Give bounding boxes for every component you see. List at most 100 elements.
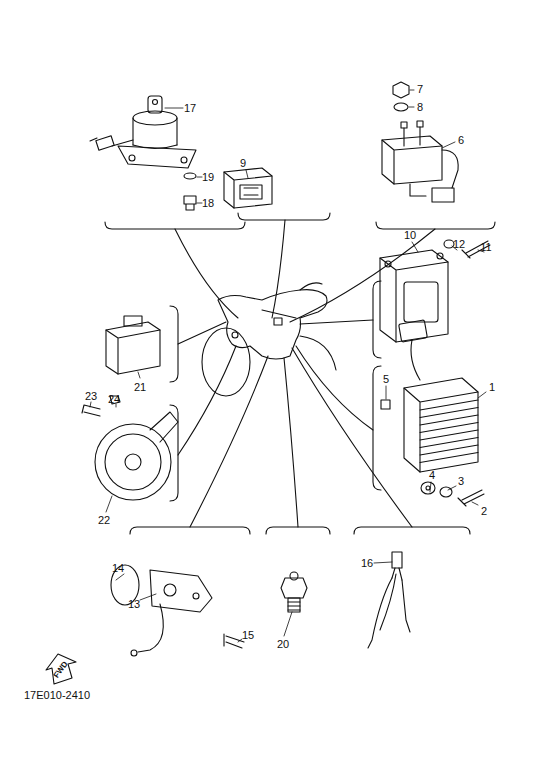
callout-number: 18 [201, 197, 215, 210]
relay [224, 168, 272, 208]
callout-number: 16 [360, 557, 374, 570]
leader-line [90, 402, 91, 407]
leader-line [197, 177, 202, 178]
drawing-code: 17E010-2410 [23, 689, 91, 702]
control-unit [385, 261, 391, 267]
main-switch [133, 111, 177, 125]
horn [82, 405, 100, 416]
control-unit [437, 253, 443, 259]
leader-line [374, 562, 392, 563]
forward-arrow [46, 654, 76, 684]
cover-assembly [111, 565, 244, 656]
relay [240, 185, 262, 199]
main-switch [184, 196, 196, 210]
callout-number: 21 [133, 381, 147, 394]
vehicle-outline [202, 328, 250, 396]
rectifier-regulator [399, 320, 428, 342]
rectifier-regulator [421, 482, 435, 494]
callout-number: 3 [457, 475, 465, 488]
forward-arrow [46, 654, 76, 684]
callout-number: 5 [382, 373, 390, 386]
leader-line [246, 170, 248, 178]
callout-number: 11 [479, 241, 492, 254]
location-line [178, 322, 226, 344]
horn [105, 434, 161, 490]
callout-number: 19 [201, 171, 215, 184]
relay [244, 188, 258, 195]
leader-line [90, 90, 486, 642]
starter-relay [382, 136, 442, 184]
rectifier-regulator [420, 400, 478, 463]
leader-line [386, 386, 387, 399]
thermo-unit [392, 552, 402, 568]
callout-number: 7 [416, 83, 424, 96]
callout-number: 4 [428, 469, 436, 482]
control-unit [404, 282, 438, 322]
callout-number: 14 [111, 562, 125, 575]
cover-assembly [138, 604, 163, 652]
cover-assembly [224, 634, 244, 648]
location-line [175, 220, 435, 527]
callout-number: 1 [488, 381, 496, 394]
leader-line [448, 486, 456, 490]
starter-relay [404, 127, 420, 146]
cover-assembly [164, 584, 176, 596]
starter-relay [442, 150, 458, 188]
main-switch [112, 140, 133, 146]
direction-mark: FWD [51, 659, 71, 681]
vehicle-outline [300, 336, 336, 370]
leader-line [472, 502, 478, 505]
rectifier-regulator [420, 453, 478, 463]
starter-relay [393, 82, 409, 98]
location-line [175, 229, 238, 318]
callout-number: 6 [457, 134, 465, 147]
horn [95, 424, 171, 500]
thermo-unit [368, 552, 410, 648]
leader-line [238, 639, 242, 642]
starter-relay [401, 122, 407, 128]
starter-relay [410, 184, 426, 196]
flasher-relay [106, 322, 160, 374]
callout-number: 9 [239, 157, 247, 170]
group-bracket [376, 222, 495, 229]
main-switch [181, 157, 187, 163]
rectifier-regulator [404, 378, 478, 472]
flasher-relay [124, 316, 142, 326]
neutral-switch [281, 572, 307, 612]
main-switch [184, 173, 196, 179]
vehicle-outline [274, 318, 282, 325]
leader-line [140, 594, 156, 600]
starter-relay [382, 140, 442, 184]
starter-relay [394, 103, 408, 111]
flasher-relay [106, 316, 160, 374]
group-bracket [238, 213, 330, 220]
rectifier-regulator [426, 486, 430, 490]
starter-relay [417, 121, 423, 127]
group-bracket [354, 527, 470, 534]
neutral-switch [288, 598, 300, 612]
callout-number: 22 [97, 514, 111, 527]
leader-line [412, 242, 418, 252]
group-bracket [130, 527, 250, 534]
rectifier-regulator [404, 388, 478, 472]
control-unit [380, 240, 490, 342]
control-unit [380, 258, 448, 342]
starter-relay [382, 82, 458, 202]
leader-line [442, 142, 455, 148]
thermo-unit [392, 568, 402, 580]
leader-line [284, 612, 292, 636]
callout-number: 20 [276, 638, 290, 651]
cover-assembly [150, 570, 212, 612]
group-bracket [170, 405, 178, 501]
thermo-unit [402, 580, 410, 632]
leader-line [410, 90, 414, 91]
leader-line [165, 108, 183, 109]
horn [125, 454, 141, 470]
callout-number: 17 [183, 102, 197, 115]
leader-line [106, 496, 112, 512]
neutral-switch [281, 578, 307, 598]
group-bracket [373, 366, 381, 490]
group-bracket [105, 213, 495, 534]
